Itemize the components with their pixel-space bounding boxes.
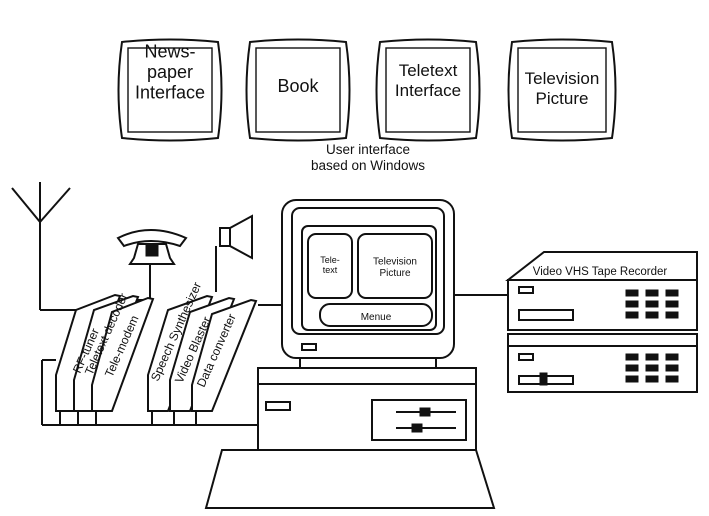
keyboard-icon	[204, 449, 496, 509]
computer-case-icon	[257, 367, 477, 451]
screen-label: Book	[277, 76, 319, 96]
vcr-label: Video VHS Tape Recorder	[533, 266, 668, 278]
monitor-menu: Menue	[361, 312, 392, 323]
screen-book: Book	[245, 38, 351, 142]
connection-lines	[41, 294, 508, 426]
vcr-icon: Video VHS Tape Recorder	[505, 251, 698, 393]
speaker-icon	[215, 214, 253, 292]
monitor-teletext: Tele-text	[320, 255, 340, 275]
antenna-icon	[11, 182, 92, 311]
expansion-cards: RF-tuner Teletext decoder Tele-modem Spe…	[55, 280, 258, 412]
telephone-icon	[116, 229, 188, 301]
